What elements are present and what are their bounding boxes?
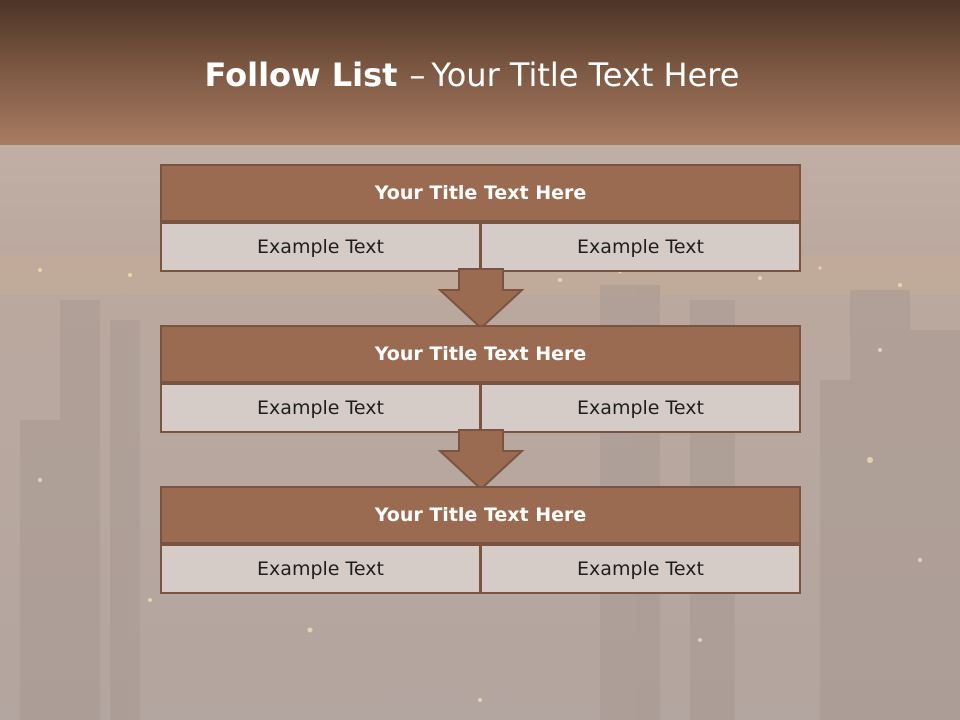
down-arrow-icon bbox=[437, 268, 525, 330]
step-title: Your Title Text Here bbox=[160, 486, 801, 544]
step-cell-right: Example Text bbox=[480, 222, 801, 272]
slide-title-bold: Follow List bbox=[204, 56, 398, 94]
slide-title-rest: Your Title Text Here bbox=[431, 56, 740, 94]
step-title: Your Title Text Here bbox=[160, 164, 801, 222]
step-cell-left: Example Text bbox=[160, 383, 481, 433]
step-cell-right: Example Text bbox=[480, 383, 801, 433]
step-title: Your Title Text Here bbox=[160, 325, 801, 383]
slide-title: Follow List–Your Title Text Here bbox=[0, 50, 944, 100]
down-arrow-icon bbox=[437, 429, 525, 491]
slide-title-separator: – bbox=[409, 56, 426, 94]
step-cell-right: Example Text bbox=[480, 544, 801, 594]
header-band bbox=[0, 0, 960, 145]
step-cell-left: Example Text bbox=[160, 544, 481, 594]
step-cell-left: Example Text bbox=[160, 222, 481, 272]
